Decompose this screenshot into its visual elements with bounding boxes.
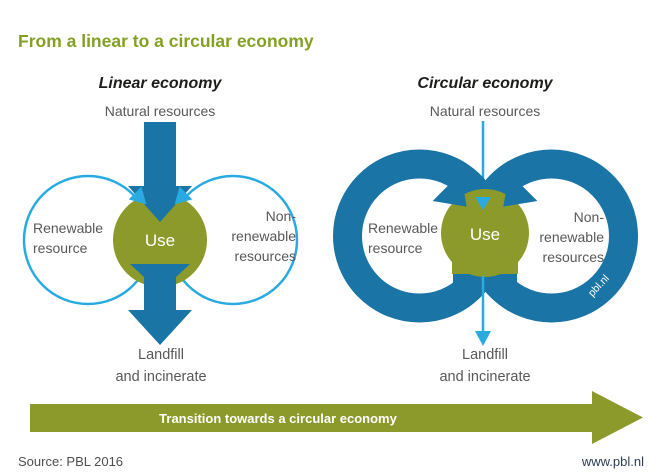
linear-output-label-line1: Landfill (138, 347, 184, 363)
page-title: From a linear to a circular economy (18, 31, 314, 51)
source-note: Source: PBL 2016 (18, 454, 123, 469)
circular-nonrenewable-label-line3: resources (543, 249, 604, 265)
linear-nonrenewable-label-line3: resources (235, 248, 296, 264)
circular-output-label-line1: Landfill (462, 347, 508, 363)
circular-use-circle (441, 189, 529, 277)
linear-economy-diagram: Linear economy Natural resources Use Ren… (22, 75, 299, 385)
circular-output-arrow-head-icon (475, 331, 491, 346)
linear-input-arrow-head-icon (128, 186, 192, 222)
circular-renewable-arrowhead-icon (432, 172, 467, 207)
linear-nonrenewable-label-line1: Non- (266, 208, 297, 224)
circular-use-label: Use (470, 225, 500, 244)
linear-renewable-label-line2: resource (33, 240, 88, 256)
linear-use-label: Use (145, 231, 175, 250)
circular-renewable-label-line1: Renewable (368, 220, 438, 236)
linear-nonrenewable-label-line2: renewable (231, 228, 296, 244)
circular-heading: Circular economy (417, 75, 553, 92)
linear-input-arrow-shaft (144, 122, 176, 192)
linear-output-arrow-head-icon (128, 310, 192, 345)
website-label: www.pbl.nl (581, 454, 644, 469)
linear-output-arrow-shaft (144, 268, 176, 316)
linear-renewable-label-line1: Renewable (33, 220, 103, 236)
linear-renewable-arrowhead-icon (128, 186, 147, 205)
circular-nonrenewable-arrowhead-icon (503, 172, 538, 207)
linear-use-circle (113, 193, 207, 287)
transition-arrow-shaft (30, 404, 592, 432)
linear-heading: Linear economy (99, 75, 223, 92)
circular-input-arrow-head-overlay-icon (475, 197, 491, 210)
transition-arrow-head-icon (592, 391, 643, 444)
linear-input-label: Natural resources (105, 103, 216, 119)
transition-arrow: Transition towards a circular economy (30, 391, 643, 444)
linear-nonrenewable-arrowhead-icon (174, 186, 193, 205)
circular-input-label: Natural resources (430, 103, 541, 119)
linear-output-label-line2: and incinerate (115, 369, 206, 385)
circular-output-label-line2: and incinerate (439, 369, 530, 385)
circular-nonrenewable-label-line2: renewable (539, 229, 604, 245)
circular-renewable-label-line2: resource (368, 240, 423, 256)
transition-label: Transition towards a circular economy (159, 411, 397, 426)
circular-economy-diagram: Circular economy Natural resources Use R… (333, 75, 638, 385)
circular-nonrenewable-label-line1: Non- (574, 209, 605, 225)
